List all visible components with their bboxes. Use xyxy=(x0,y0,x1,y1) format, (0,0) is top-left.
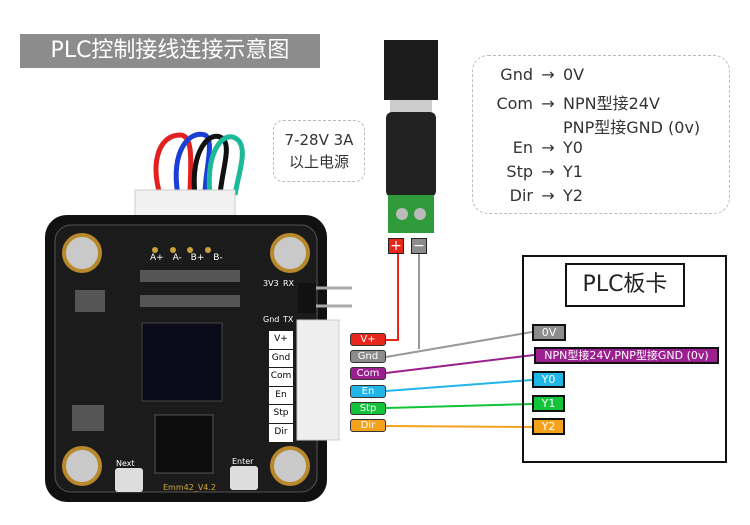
wire-stp xyxy=(385,403,533,409)
power-callout: 7-28V 3A 以上电源 xyxy=(273,120,365,182)
wire-en xyxy=(385,379,533,392)
silk-pin-labels: V+ Gnd Com En Stp Dir xyxy=(269,331,293,442)
button-icon xyxy=(115,466,258,492)
pin-label-com: Com xyxy=(350,367,386,380)
power-note: 以上电源 xyxy=(288,153,349,171)
pin-mapping-box: Gnd→0V Com→NPN型接24V PNP型接GND (0v) En→Y0 … xyxy=(472,55,730,214)
plus-terminal-label: + xyxy=(388,238,404,254)
pin-gnd: Gnd xyxy=(263,315,280,324)
pin-rx: RX xyxy=(283,279,295,288)
plc-board: PLC板卡 xyxy=(522,255,727,463)
power-spec: 7-28V 3A xyxy=(284,131,354,149)
plc-terminal-y0: Y0 xyxy=(532,371,565,388)
plc-terminal-com: NPN型接24V,PNP型接GND (0v) xyxy=(534,347,719,364)
mcu-chip xyxy=(154,414,214,474)
signal-connector xyxy=(296,319,340,441)
pin-label-vplus: V+ xyxy=(350,333,386,346)
plc-title: PLC板卡 xyxy=(565,263,685,307)
pin-3v3: 3V3 xyxy=(263,279,279,288)
page-title: PLC控制接线连接示意图 xyxy=(20,34,320,68)
mapping-row: En→Y0 xyxy=(512,138,583,157)
pin-label-stp: Stp xyxy=(350,402,386,415)
wire-gnd xyxy=(385,331,533,358)
mapping-row: Stp→Y1 xyxy=(506,162,583,181)
plc-terminal-0v: 0V xyxy=(532,324,566,341)
oled-display xyxy=(141,322,223,402)
minus-terminal-label: − xyxy=(411,238,427,254)
mapping-row: PNP型接GND (0v) xyxy=(563,118,701,137)
power-jack xyxy=(384,40,438,233)
mapping-row: Gnd→0V xyxy=(500,65,585,84)
motor-cable xyxy=(153,131,245,196)
pin-label-dir: Dir xyxy=(350,419,386,432)
enter-button-label: Enter xyxy=(232,457,254,466)
mapping-row: Com→NPN型接24V xyxy=(496,94,660,113)
pin-label-en: En xyxy=(350,385,386,398)
driver-board xyxy=(45,215,352,502)
screw-icon xyxy=(62,233,310,486)
motor-pin-labels: A+ A- B+ B- xyxy=(150,253,223,263)
next-button-label: Next xyxy=(116,459,135,468)
wire-vplus xyxy=(386,254,399,341)
wire-dir xyxy=(385,425,533,428)
pin-tx: TX xyxy=(283,315,294,324)
pin-label-gnd: Gnd xyxy=(350,350,386,363)
board-model: Emm42_V4.2 xyxy=(163,483,217,492)
mapping-row: Dir→Y2 xyxy=(509,186,583,205)
wire-com xyxy=(385,354,535,374)
plc-terminal-y2: Y2 xyxy=(532,418,565,435)
plc-terminal-y1: Y1 xyxy=(532,395,565,412)
